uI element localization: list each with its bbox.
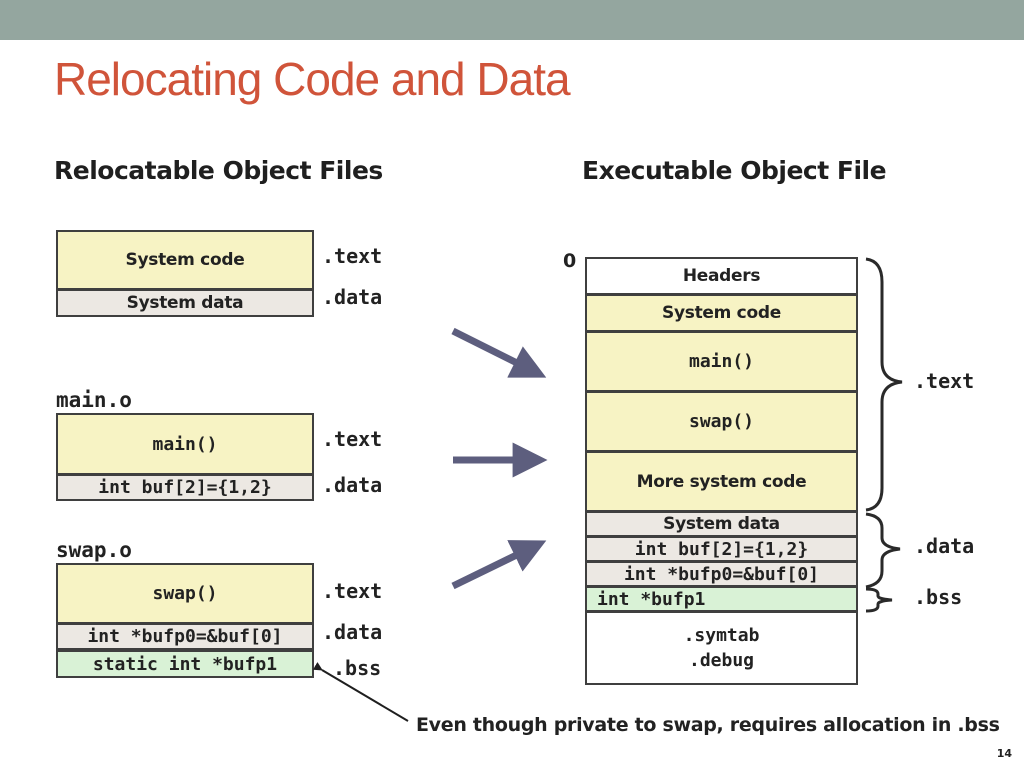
heading-executable-object-file: Executable Object File	[582, 156, 887, 185]
data-brace	[865, 512, 901, 589]
exe-bss-section-label: .bss	[914, 585, 963, 609]
exe-system-data-block: System data	[585, 511, 858, 537]
main-o-main-block: main()	[56, 413, 314, 475]
main-o-text-section-label: .text	[322, 427, 383, 451]
exe-more-system-code-block: More system code	[585, 451, 858, 512]
page-number: 14	[996, 747, 1012, 760]
arrow-system-to-executable	[451, 327, 547, 378]
system-text-section-label: .text	[322, 244, 383, 268]
main-o-buf-block: int buf[2]={1,2}	[56, 474, 314, 501]
main-o-data-section-label: .data	[322, 473, 383, 497]
heading-relocatable-object-files: Relocatable Object Files	[54, 156, 383, 185]
arrow-swap-to-executable	[451, 540, 547, 590]
swap-o-data-section-label: .data	[322, 620, 383, 644]
exe-text-section-label: .text	[914, 369, 975, 393]
system-code-block: System code	[56, 230, 314, 290]
system-data-block: System data	[56, 289, 314, 317]
address-zero-label: 0	[563, 250, 577, 272]
swap-o-text-section-label: .text	[322, 579, 383, 603]
exe-main-block: main()	[585, 331, 858, 392]
exe-data-section-label: .data	[914, 534, 975, 558]
swap-o-bss-section-label: .bss	[333, 656, 382, 680]
slide-title: Relocating Code and Data	[54, 53, 571, 105]
bss-brace	[865, 587, 893, 613]
exe-symtab-debug-block: .symtab .debug	[585, 611, 858, 685]
exe-debug-label: .debug	[688, 650, 755, 671]
swap-o-bufp1-block: static int *bufp1	[56, 650, 314, 678]
system-data-section-label: .data	[322, 285, 383, 309]
text-brace	[865, 257, 903, 512]
exe-system-code-block: System code	[585, 294, 858, 332]
swap-o-filename: swap.o	[56, 538, 132, 562]
top-banner	[0, 0, 1024, 40]
swap-o-swap-block: swap()	[56, 563, 314, 624]
swap-o-bufp0-block: int *bufp0=&buf[0]	[56, 623, 314, 650]
annotation-pointer-arrow	[312, 662, 409, 722]
bss-allocation-note: Even though private to swap, requires al…	[416, 714, 1000, 736]
main-o-filename: main.o	[56, 388, 132, 412]
exe-symtab-label: .symtab	[683, 625, 760, 646]
